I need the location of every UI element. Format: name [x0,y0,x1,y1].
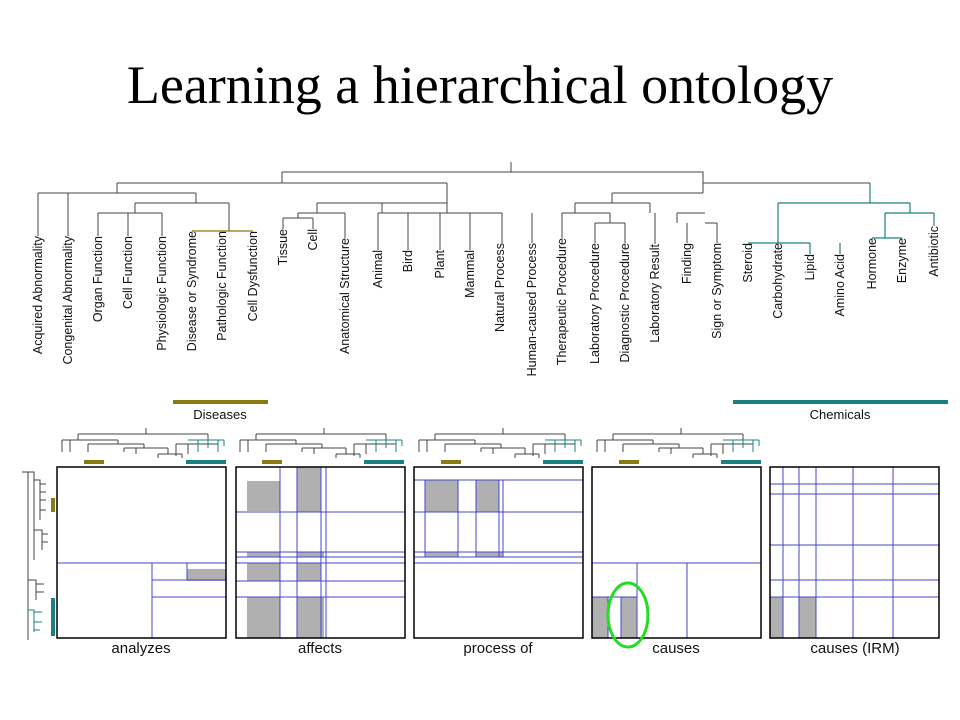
mini-dendrogram [596,428,761,464]
matrix-cell-block [321,597,324,638]
matrix-cell-block [425,552,458,557]
mini-dendrogram [418,428,583,464]
matrix-panel [235,466,406,639]
matrix-cell-block [476,552,499,557]
leaf-label: Plant [433,249,447,278]
matrix-cell-block [247,563,280,581]
highlight-ellipse [606,581,650,649]
leaf-label: Diagnostic Procedure [618,243,632,363]
matrix-labels: analyzes affects process of causes causes (I… [111,640,899,657]
leaf-label: Cell [306,229,320,251]
leaf-label: Mammal [463,250,477,298]
matrix-cell-block [187,569,226,581]
mini-dendrogram [239,428,404,464]
matrix-cell-block [247,552,280,557]
matrix-panel [413,466,584,639]
matrix-border [56,466,227,639]
leaf-label: Therapeutic Procedure [555,238,569,365]
matrix-cell-block [476,480,499,512]
matrix-cell-block [592,597,608,638]
leaf-label: Tissue [276,229,290,265]
leaf-label: Antibiotic [927,226,941,277]
matrix-cell-block [621,597,637,638]
matrix-label: analyzes [111,640,170,657]
leaf-label: Carbohydrate [771,243,785,319]
matrix-cell-block [297,467,321,512]
matrix-border [769,466,940,639]
leaf-label: Acquired Abnormality [31,235,45,354]
leaf-label: Organ Function [91,236,105,322]
leaf-label: Lipid [803,254,817,280]
matrix-cell-block [770,597,783,638]
relation-matrices [56,466,940,639]
matrix-label: causes [652,640,700,657]
ontology-dendrogram [37,162,935,254]
matrix-panel [56,466,227,639]
leaf-label: Congenital Abnormality [61,235,75,364]
matrix-cell-block [499,552,503,557]
page-title: Learning a hierarchical ontology [126,55,834,115]
matrix-cell-block [297,563,321,581]
matrix-label: causes (IRM) [810,640,899,657]
matrix-label: affects [298,640,342,657]
diseases-label: Diseases [193,407,247,422]
matrix-cell-block [297,552,321,557]
leaf-label: Sign or Symptom [710,243,724,339]
leaf-label: Amino Acid [833,254,847,317]
leaf-label: Enzyme [895,238,909,283]
matrix-border [591,466,762,639]
matrix-cell-block [247,481,280,511]
leaf-label: Animal [371,250,385,288]
leaf-label: Physiologic Function [155,236,169,351]
leaf-label: Disease or Syndrome [185,231,199,351]
matrix-label: process of [463,640,533,657]
leaf-label: Laboratory Procedure [588,243,602,364]
leaf-label: Finding [680,243,694,284]
matrix-cell-block [247,597,280,638]
leaf-label: Human-caused Process [525,243,539,376]
matrix-panel [769,466,940,639]
leaf-label: Laboratory Result [648,243,662,342]
chemicals-label: Chemicals [810,407,871,422]
matrix-cell-block [425,480,458,512]
mini-dendrogram [61,428,226,464]
leaf-label: Cell Function [121,236,135,309]
mini-dendrograms [61,428,761,464]
matrix-cell-block [799,597,816,638]
matrix-cell-block [297,597,321,638]
leaf-label: Natural Process [493,243,507,332]
matrix-panel [591,466,762,639]
leaf-label: Bird [401,250,415,272]
side-dendrogram [22,471,48,640]
leaf-label: Hormone [865,238,879,289]
leaf-label: Steroid [741,243,755,283]
leaf-labels: Acquired Abnormality Congenital Abnormali… [31,226,941,376]
matrix-border [235,466,406,639]
leaf-label: Cell Dysfunction [246,231,260,321]
leaf-label: Anatomical Structure [338,238,352,354]
leaf-label: Pathologic Function [215,231,229,341]
matrix-border [413,466,584,639]
matrix-cell-block [321,552,324,557]
